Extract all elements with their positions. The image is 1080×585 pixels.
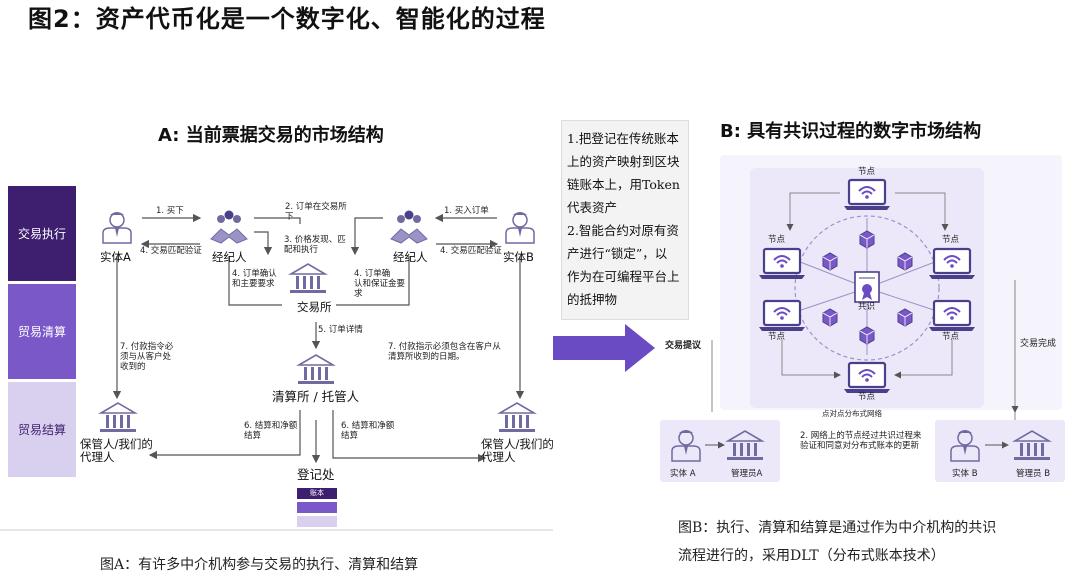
band-settlement-label: 贸易结算 — [17, 423, 66, 437]
certificate-icon — [854, 271, 880, 303]
note-line: 代表资产 — [567, 200, 618, 215]
band-clearing-label: 贸易清算 — [17, 325, 66, 339]
flow-match-a: 4. 交易匹配验证 — [140, 246, 202, 256]
ledger-block-3 — [297, 516, 337, 527]
ledger-label: 账本 — [310, 489, 324, 497]
block-icon-2 — [897, 252, 913, 271]
node-label-top: 节点 — [858, 167, 876, 177]
block-icon-6 — [859, 326, 875, 345]
page-title: 图2：资产代币化是一个数字化、智能化的过程 — [28, 5, 546, 33]
custodian-a-bank-icon — [99, 402, 137, 433]
note-box: 1.把登记在传统账本 上的资产映射到区块 链账本上，用Token 代表资产 2.… — [561, 120, 689, 320]
flow-settle-b: 6. 结算和净额 结算 — [341, 421, 395, 441]
caption-b-line1: 图B：执行、清算和结算是通过作为中介机构的共识 — [678, 520, 997, 536]
band-execution — [8, 186, 76, 281]
flow-settle-a: 6. 结算和净额 结算 — [244, 421, 298, 441]
entity-a-label: 实体A — [100, 250, 131, 264]
node-label-lr: 节点 — [942, 332, 960, 342]
note-line: 2.智能合约对原有资 — [567, 223, 679, 238]
flow-pay-a: 7. 付款指令必 须与从客户处 收到的 — [120, 342, 174, 372]
network-label: 点对点分布式网络 — [822, 409, 882, 418]
caption-a: 图A：有许多中介机构参与交易的执行、清算和结算 — [100, 557, 419, 573]
ledger-block-1 — [297, 488, 337, 499]
broker-a-handshake-icon — [210, 210, 248, 244]
flow-buy-b: 1. 买入订单 — [444, 206, 489, 216]
clearing-bank-icon — [297, 354, 335, 385]
block-icon-4 — [897, 308, 913, 327]
note-line: 上的资产映射到区块 — [567, 154, 680, 169]
panel-b-heading: B: 具有共识过程的数字市场结构 — [720, 121, 982, 142]
broker-b-label: 经纪人 — [393, 250, 428, 264]
node-label-ur: 节点 — [942, 235, 960, 245]
update-label: 2. 网络上的节点经过共识过程来 验证和同意对分布式账本的更新 — [800, 431, 922, 451]
panel-a-heading: A: 当前票据交易的市场结构 — [158, 125, 384, 146]
flow-buy-a: 1. 买下 — [156, 206, 184, 216]
flow-price-discovery: 3. 价格发现、匹 配和执行 — [284, 235, 346, 255]
ledger-block-2 — [297, 502, 337, 513]
arrow-label: 交易提议 — [665, 341, 702, 351]
custodian-a-label: 保管人/我们的 代理人 — [80, 437, 153, 465]
block-icon-3 — [822, 308, 838, 327]
flow-confirm-a: 4. 订单确认 和主要要求 — [232, 269, 277, 289]
entity-a-b-label: 实体 A — [670, 469, 696, 479]
band-clearing — [8, 284, 76, 379]
flow-order-exchange: 2. 订单在交易所 下 — [285, 202, 347, 222]
note-line: 作为在可编程平台上 — [567, 269, 680, 284]
broker-b-handshake-icon — [390, 210, 428, 244]
block-icon-5 — [859, 230, 875, 249]
band-settlement — [8, 382, 76, 477]
entity-b-label: 实体B — [503, 250, 534, 264]
flow-confirm-b: 4. 订单确 认和保证金要 求 — [354, 269, 406, 299]
block-icon-1 — [822, 252, 838, 271]
custodian-b-label: 保管人/我们的 代理人 — [481, 437, 554, 465]
custodian-b-bank-icon — [498, 402, 536, 433]
exchange-label: 交易所 — [297, 300, 332, 314]
flow-match-b: 4. 交易匹配验证 — [440, 246, 502, 256]
node-label-ll: 节点 — [768, 332, 786, 342]
completed-label: 交易完成 — [1020, 339, 1057, 349]
note-line: 的抵押物 — [567, 292, 618, 307]
note-line: 产进行“锁定”，以 — [567, 246, 668, 261]
band-execution-label: 交易执行 — [17, 227, 66, 241]
flow-order-detail: 5. 订单详情 — [318, 325, 363, 335]
node-label-ul: 节点 — [768, 235, 786, 245]
note-line: 链账本上，用Token — [567, 177, 680, 192]
entity-b-box — [935, 420, 1065, 482]
registry-label: 登记处 — [297, 467, 335, 482]
flow-pay-b: 7. 付款指示必须包含在客户从 清算所收到的日期。 — [388, 342, 501, 362]
consensus-label: 共识 — [858, 302, 876, 312]
admin-b-label: 管理员 B — [1016, 469, 1051, 479]
note-line: 1.把登记在传统账本 — [567, 131, 679, 146]
broker-a-label: 经纪人 — [212, 250, 247, 264]
admin-a-label: 管理员A — [731, 469, 763, 479]
exchange-bank-icon — [289, 263, 327, 294]
node-label-bottom: 节点 — [858, 392, 876, 402]
transaction-arrow — [553, 324, 655, 372]
entity-b-b-label: 实体 B — [952, 469, 978, 479]
entity-b-person-icon — [505, 211, 535, 244]
entity-a-box — [660, 420, 780, 482]
entity-a-person-icon — [102, 211, 132, 244]
caption-b-line2: 流程进行的，采用DLT（分布式账本技术） — [678, 548, 945, 564]
clearing-label: 清算所 / 托管人 — [272, 389, 360, 404]
